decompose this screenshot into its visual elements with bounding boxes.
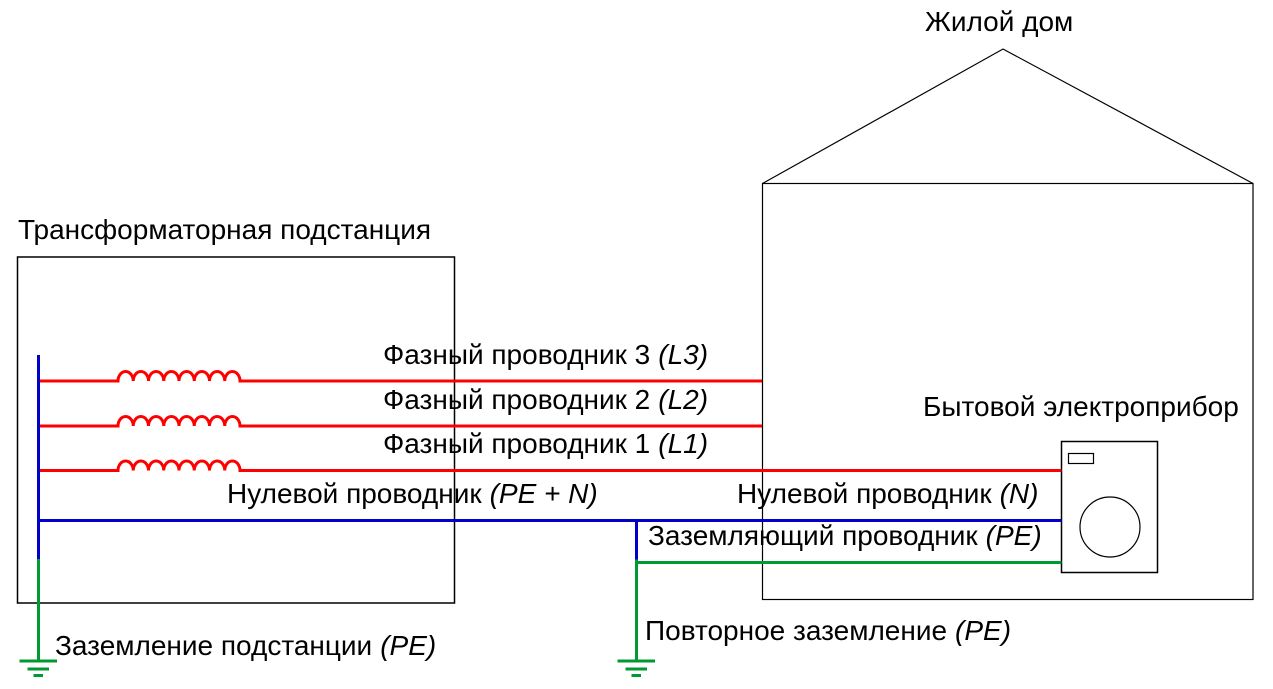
repeat-earth-label-text: Повторное заземление bbox=[645, 615, 948, 646]
appliance-outline bbox=[1060, 440, 1159, 574]
repeat-earth-label-tag: (PE) bbox=[955, 615, 1012, 646]
substation-label: Трансформаторная подстанция bbox=[18, 216, 431, 244]
neutral-n-label-tag: (N) bbox=[999, 478, 1039, 509]
pe-conductor-label: Заземляющий проводник(PE) bbox=[648, 522, 1042, 550]
phase-l3-label-tag: (L3) bbox=[658, 339, 709, 370]
phase-conductor-l1-line bbox=[38, 459, 1062, 472]
phase-l1-label: Фазный проводник 1(L1) bbox=[383, 430, 708, 458]
substation-label-text: Трансформаторная подстанция bbox=[18, 214, 431, 245]
phase-l1-label-text: Фазный проводник 1 bbox=[383, 428, 651, 459]
repeat-earth-label: Повторное заземление(PE) bbox=[645, 617, 1011, 645]
pe-conductor-label-text: Заземляющий проводник bbox=[648, 520, 978, 551]
house-roof-line bbox=[762, 48, 1254, 185]
phase-l3-label-text: Фазный проводник 3 bbox=[383, 339, 651, 370]
phase-l2-label-text: Фазный проводник 2 bbox=[383, 384, 651, 415]
phase-conductor-l2-line bbox=[38, 415, 762, 428]
repeat-earth-electrode-icon bbox=[617, 659, 655, 677]
phase-l1-label-tag: (L1) bbox=[658, 428, 709, 459]
phase-conductor-l3-line bbox=[38, 370, 762, 383]
appliance-control-panel bbox=[1067, 452, 1095, 465]
substation-earth-label: Заземление подстанции(PE) bbox=[55, 632, 436, 660]
house-label-text: Жилой дом bbox=[925, 6, 1074, 37]
substation-earth-label-text: Заземление подстанции bbox=[55, 630, 373, 661]
pe-conductor-label-tag: (PE) bbox=[985, 520, 1042, 551]
neutral-n-label: Нулевой проводник(N) bbox=[737, 480, 1038, 508]
appliance-door-circle bbox=[1079, 496, 1141, 558]
phase-l2-label-tag: (L2) bbox=[658, 384, 709, 415]
appliance-label-text: Бытовой электроприбор bbox=[923, 391, 1239, 422]
phase-l3-label: Фазный проводник 3(L3) bbox=[383, 341, 708, 369]
house-outline bbox=[761, 182, 1254, 601]
neutral-pen-label-text: Нулевой проводник bbox=[227, 478, 482, 509]
substation-earth-electrode-icon bbox=[19, 659, 57, 677]
substation-earth-label-tag: (PE) bbox=[380, 630, 437, 661]
appliance-label: Бытовой электроприбор bbox=[923, 393, 1239, 421]
substation-outline bbox=[16, 256, 456, 604]
phase-l2-label: Фазный проводник 2(L2) bbox=[383, 386, 708, 414]
house-label: Жилой дом bbox=[925, 8, 1073, 36]
neutral-pen-label-tag: (PE + N) bbox=[489, 478, 598, 509]
neutral-pen-label: Нулевой проводник(PE + N) bbox=[227, 480, 598, 508]
neutral-n-label-text: Нулевой проводник bbox=[737, 478, 992, 509]
